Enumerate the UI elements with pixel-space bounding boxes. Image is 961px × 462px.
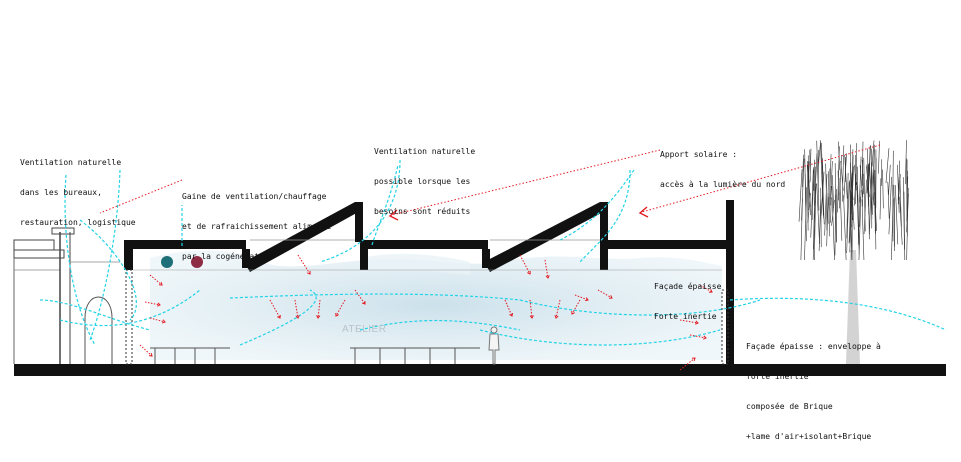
tree-stroke	[810, 150, 811, 181]
tree-stroke	[886, 148, 889, 183]
roof-right	[600, 240, 730, 249]
tree-stroke	[840, 182, 842, 241]
tree-stroke	[840, 155, 842, 195]
duct-teal-icon	[161, 256, 173, 268]
section-diagram: Ventilation naturelle dans les bureaux, …	[0, 0, 961, 447]
parapet-right	[726, 200, 734, 364]
tree-stroke	[821, 188, 822, 247]
left-wall	[14, 250, 64, 258]
tree-stroke	[883, 170, 884, 209]
tree-stroke	[895, 185, 897, 244]
roof-mid	[360, 240, 488, 249]
tree-stroke	[880, 178, 881, 219]
label-vent-bureaux: Ventilation naturelle dans les bureaux, …	[20, 138, 136, 248]
tree-stroke	[889, 165, 891, 195]
label-facade-inertie: Façade épaisse Forte inertie	[654, 262, 721, 342]
wall-left-brick	[126, 270, 132, 364]
tree-stroke	[842, 145, 844, 201]
tree-stroke	[844, 195, 847, 260]
tree-stroke	[862, 199, 864, 260]
label-atelier: ATELIER	[342, 324, 386, 335]
label-facade-enveloppe: Façade épaisse : enveloppe à forte inert…	[746, 322, 881, 462]
label-gaine: Gaine de ventilation/chauffage et de raf…	[182, 172, 331, 282]
tree-stroke	[814, 160, 815, 191]
arch	[85, 297, 112, 364]
tree-stroke	[801, 199, 803, 260]
label-apport-solaire: Apport solaire : accès à la lumière du n…	[660, 130, 785, 210]
label-vent-possible: Ventilation naturelle possible lorsque l…	[374, 127, 475, 237]
tree-stroke	[863, 174, 864, 206]
